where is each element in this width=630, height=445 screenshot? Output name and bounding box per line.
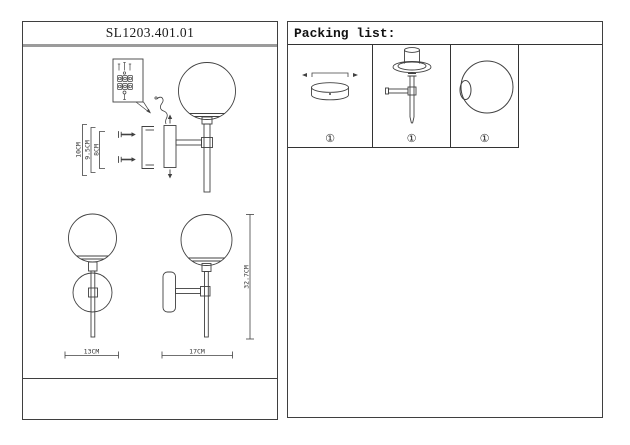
socket-outline [201,263,212,272]
arm-junction [201,137,213,148]
packing-list-panel: Packing list: ① [287,21,603,418]
stem-outline [90,270,96,338]
dimension-label-total-height: 32.7CM [243,265,251,289]
arm-outline [175,288,201,294]
socket-outline [201,116,213,125]
quantity-label: ① [406,132,417,145]
quantity-label: ① [325,132,335,145]
stem-outline [203,123,211,193]
globe-outline [178,62,236,120]
mount-dimension-lines [82,124,105,176]
canopy-base-icon [288,45,372,132]
dimension-label-front-width: 13CM [84,348,100,356]
mounting-screw-bottom-icon [118,156,136,163]
stem-outline [204,271,209,338]
drawing-panel-footer [23,379,277,419]
technical-drawing-area: 10CM 9.5CM 8CM [23,47,277,379]
mount-arrow-up-icon [167,114,173,124]
front-view-drawing: 13CM [64,213,119,359]
quantity-label: ① [479,132,490,145]
socket-outline [88,261,98,272]
model-number-title: SL1203.401.01 [23,22,277,47]
wire-scribble [154,96,168,125]
drawing-panel: SL1203.401.01 [22,21,278,420]
mount-arrow-down-icon [167,169,173,179]
dimension-label-mount-outer: 10CM [75,142,83,158]
wall-bracket-outline [141,126,154,169]
hardware-detail-callout [112,58,144,103]
side-view-drawing: 17CM 32.7CM [161,214,254,359]
glass-globe-icon [451,45,518,132]
dimension-label-mount-inner: 8CM [93,144,101,156]
globe-outline [180,214,233,266]
packing-list-header: Packing list: [288,22,602,45]
side-width-dimension-line [161,351,233,359]
packing-item-globe: ① [451,45,519,148]
wall-plate-outline [162,271,176,313]
wall-plate-outline [163,125,177,168]
packing-item-canopy: ① [288,45,373,148]
packing-list-items: ① ① [288,45,602,148]
front-width-dimension-line [64,351,119,359]
arm-junction [88,287,98,298]
callout-pointer [135,101,151,114]
total-height-dimension-line [246,214,254,340]
mounting-screw-top-icon [118,131,136,138]
backplate-outline [72,272,113,313]
globe-outline [68,213,117,263]
arm-outline [175,139,202,146]
stem-assembly-icon [373,44,450,132]
lamp-technical-drawing: 10CM 9.5CM 8CM [64,58,254,359]
installation-view-drawing: 10CM 9.5CM 8CM [75,58,236,193]
dimension-label-mount-mid: 9.5CM [84,140,92,160]
packing-item-stem-assembly: ① [373,45,451,148]
arm-junction [200,286,211,297]
dimension-label-side-width: 17CM [189,348,205,356]
